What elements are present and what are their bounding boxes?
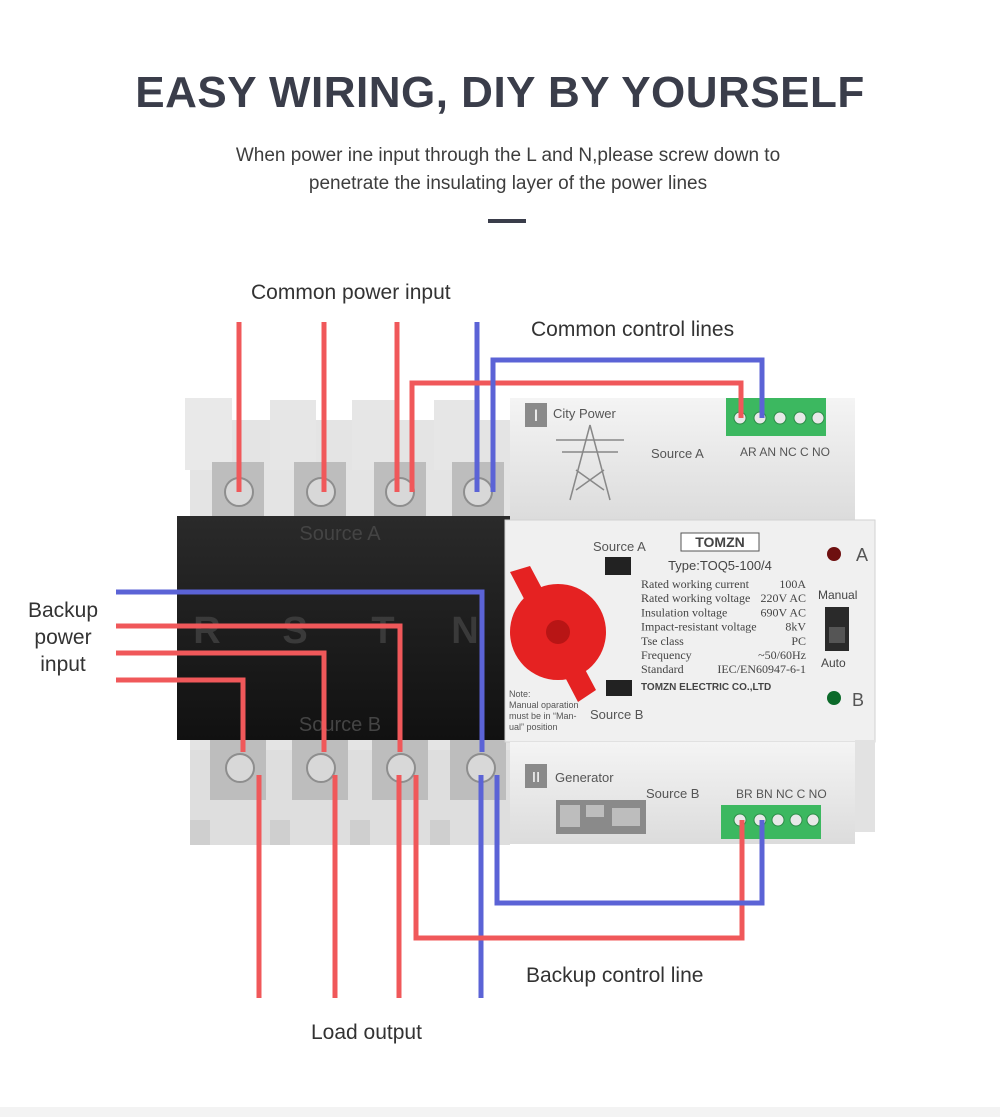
indicator-a-light <box>827 547 841 561</box>
note-line-3: must be in “Man- <box>509 711 577 721</box>
bottom-module-source: Source B <box>646 786 699 801</box>
title-divider <box>488 219 526 223</box>
bottom-terminal-labels: BR BN NC C NO <box>736 787 827 801</box>
page-subtitle: When power ine input through the L and N… <box>150 142 866 198</box>
top-control-module: I City Power Source A AR AN NC C NO <box>510 398 855 520</box>
label-backup-power-input: Backup power input <box>0 597 126 678</box>
bottom-terminals <box>210 740 506 800</box>
window-b <box>606 680 632 696</box>
type-label: Type:TOQ5-100/4 <box>668 558 772 573</box>
maker-label: TOMZN ELECTRIC CO.,LTD <box>641 682 771 693</box>
spec-value: ~50/60Hz <box>758 648 806 662</box>
label-backup-control-line: Backup control line <box>526 964 704 987</box>
power-tower-icon <box>556 424 624 501</box>
spec-name: Impact-resistant voltage <box>641 620 757 634</box>
note-line-1: Note: <box>509 689 531 699</box>
phase-letter-s: S <box>282 610 307 652</box>
common-control-wires <box>409 357 765 492</box>
indicator-a-label: A <box>856 545 868 565</box>
phase-letter-n: N <box>451 610 478 652</box>
spec-value: 220V AC <box>761 591 806 605</box>
spec-value: 100A <box>779 577 806 591</box>
spec-name: Tse class <box>641 634 684 648</box>
spec-name: Frequency <box>641 648 692 662</box>
rotary-knob[interactable] <box>510 566 606 702</box>
phase-letter-t: T <box>371 610 394 652</box>
spec-name: Standard <box>641 662 684 676</box>
label-common-power-input: Common power input <box>251 281 451 304</box>
main-faceplate: Source A Source B TOMZN Type:TOQ5-100/4 … <box>504 519 876 832</box>
indicator-b-label: B <box>852 690 864 710</box>
window-b-label: Source B <box>590 707 643 722</box>
bottom-module-label: Generator <box>555 770 614 785</box>
page-title: EASY WIRING, DIY BY YOURSELF <box>135 68 865 117</box>
indicator-b-light <box>827 691 841 705</box>
window-a-label: Source A <box>593 539 646 554</box>
spec-list: Rated working current 100A Rated working v… <box>641 577 806 676</box>
label-load-output: Load output <box>311 1021 422 1044</box>
generator-icon <box>556 800 646 834</box>
backup-label-line-1: Backup <box>27 599 99 622</box>
common-power-input-wires <box>236 322 480 492</box>
bottom-roman-numeral: II <box>532 769 540 786</box>
spec-value: PC <box>791 634 806 648</box>
top-module-label: City Power <box>553 406 617 421</box>
note-line-4: ual” position <box>509 722 558 732</box>
top-terminal-labels: AR AN NC C NO <box>740 445 830 459</box>
note-line-2: Manual oparation <box>509 700 579 710</box>
subtitle-line-2: penetrate the insulating layer of the po… <box>308 173 708 194</box>
bottom-strip <box>0 1107 1000 1117</box>
label-common-control-lines: Common control lines <box>531 318 735 341</box>
spec-name: Rated working current <box>641 577 750 591</box>
window-a <box>605 557 631 575</box>
backup-control-wires <box>413 775 765 941</box>
mode-manual-label: Manual <box>818 588 857 602</box>
phase-letter-r: R <box>193 610 220 652</box>
spec-value: 690V AC <box>761 605 806 619</box>
subtitle-line-1: When power ine input through the L and N… <box>235 145 781 166</box>
bottom-control-module: II Generator Source B BR BN NC C NO <box>510 742 855 844</box>
backup-power-input-wires <box>116 589 485 752</box>
backup-label-line-3: input <box>40 653 86 676</box>
spec-name: Rated working voltage <box>641 591 750 605</box>
spec-value: 8kV <box>785 620 806 634</box>
source-a-band-label: Source A <box>299 523 381 545</box>
source-b-band-label: Source B <box>299 714 381 736</box>
backup-label-line-2: power <box>34 626 92 649</box>
top-roman-numeral: I <box>534 406 539 425</box>
load-output-wires <box>256 775 484 998</box>
top-module-source: Source A <box>651 446 704 461</box>
spec-name: Insulation voltage <box>641 605 727 619</box>
mode-auto-label: Auto <box>821 656 846 670</box>
spec-value: IEC/EN60947-6-1 <box>717 662 806 676</box>
brand-label: TOMZN <box>695 534 745 550</box>
